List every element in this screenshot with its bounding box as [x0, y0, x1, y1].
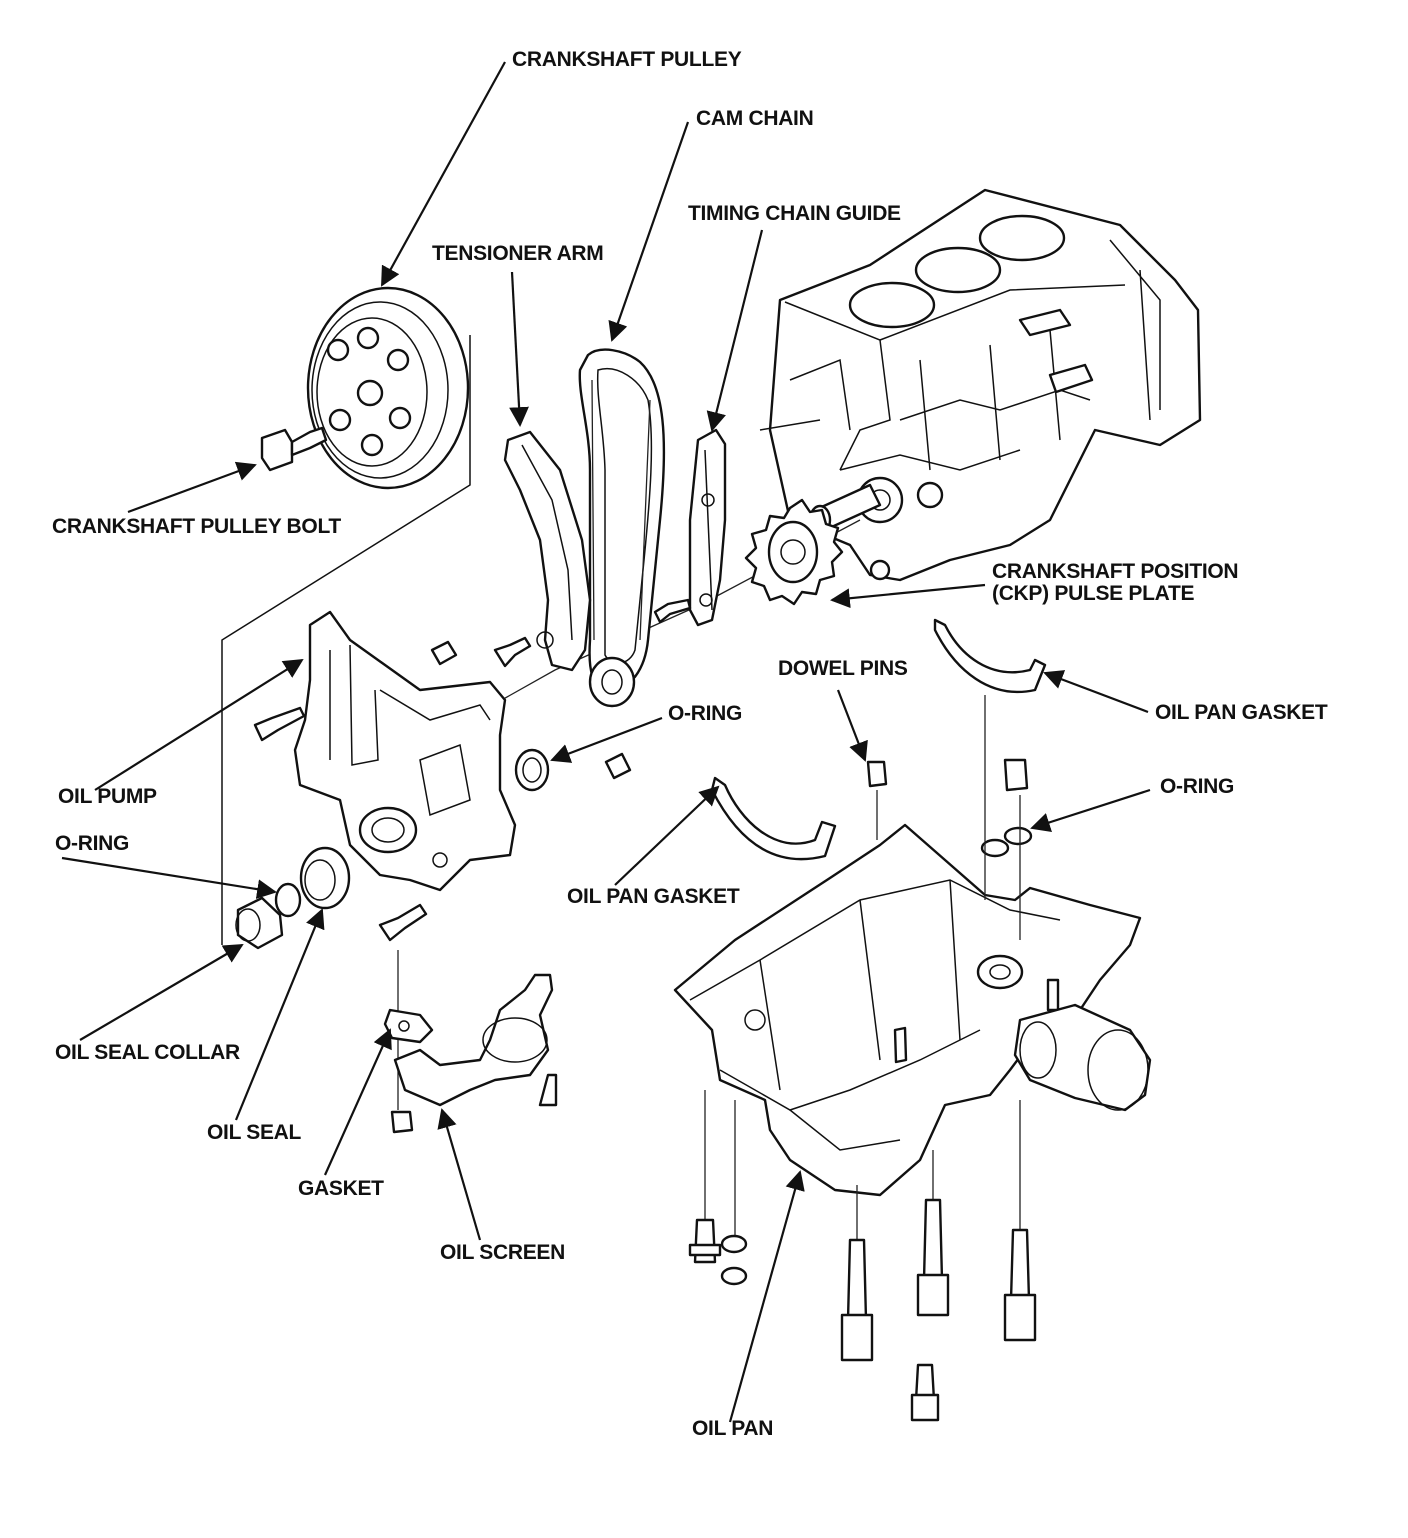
label-cam-chain: CAM CHAIN: [696, 107, 814, 130]
cam-chain-part: [578, 348, 666, 708]
label-crankshaft-pulley: CRANKSHAFT PULLEY: [512, 48, 742, 71]
oil-screen-part: [393, 973, 554, 1107]
oil-pan-part: [673, 823, 1142, 1197]
guide-bolt: [653, 598, 692, 624]
dowel-pin-pump-upper: [430, 640, 458, 666]
label-oil-screen: OIL SCREEN: [440, 1241, 565, 1264]
o-ring-right-part: [980, 826, 1033, 858]
label-oil-seal: OIL SEAL: [207, 1121, 302, 1144]
label-oil-pan-gasket-lower: OIL PAN GASKET: [567, 885, 740, 908]
label-ckp-pulse-plate-line1: CRANKSHAFT POSITION: [992, 560, 1239, 583]
label-oil-seal-collar: OIL SEAL COLLAR: [55, 1041, 240, 1064]
label-oil-pump: OIL PUMP: [58, 785, 157, 808]
label-o-ring-right: O-RING: [1160, 775, 1235, 798]
oil-filter: [1013, 1003, 1152, 1112]
label-oil-pan-gasket-upper: OIL PAN GASKET: [1155, 701, 1328, 724]
dowel-pin-right: [1003, 758, 1029, 792]
label-dowel-pins: DOWEL PINS: [778, 657, 908, 680]
pan-bolt-4: [1003, 1228, 1037, 1342]
dowel-pin-center: [866, 760, 888, 788]
oil-screen-bolt: [538, 1073, 558, 1107]
pan-axis-d: [704, 1090, 736, 1235]
oil-pump-part: [293, 610, 517, 892]
pan-washer-1: [720, 1234, 748, 1286]
oil-seal-part: [299, 846, 351, 910]
crankshaft-pulley-part: [306, 286, 470, 490]
gasket-part: [383, 1008, 434, 1044]
label-crankshaft-pulley-bolt: CRANKSHAFT PULLEY BOLT: [52, 515, 341, 538]
label-ckp-pulse-plate-line2: (CKP) PULSE PLATE: [992, 582, 1195, 605]
ckp-pulse-plate: [744, 498, 844, 606]
crankshaft-pulley-bolt-part: [260, 426, 328, 472]
tensioner-bolt: [493, 636, 532, 668]
oil-screen-nut: [390, 1110, 414, 1134]
tensioner-arm-part: [503, 430, 592, 672]
label-o-ring-left: O-RING: [55, 832, 130, 855]
pan-bolt-5: [910, 1363, 940, 1422]
pan-bolt-2: [840, 1238, 874, 1362]
oil-pan-gasket-upper-part: [933, 618, 1047, 694]
label-tensioner-arm: TENSIONER ARM: [432, 242, 604, 265]
pan-axis-e: [856, 1150, 934, 1240]
o-ring-center-part: [514, 748, 550, 792]
oil-pump-bolt: [253, 706, 306, 742]
label-gasket: GASKET: [298, 1177, 384, 1200]
timing-chain-guide-part: [688, 428, 727, 627]
label-timing-chain-guide: TIMING CHAIN GUIDE: [688, 202, 901, 225]
label-o-ring-center: O-RING: [668, 702, 743, 725]
leader-lines: [61, 61, 1151, 1423]
label-oil-pan: OIL PAN: [692, 1417, 774, 1440]
dowel-pin-pump-lower: [604, 752, 632, 780]
o-ring-left-part: [274, 882, 302, 918]
oil-seal-collar-part: [235, 896, 284, 950]
pan-bolt-1: [688, 1218, 722, 1264]
pan-bolt-3: [916, 1198, 950, 1317]
pulley-assembly-outline: [221, 335, 471, 945]
pump-lower-bolt: [378, 903, 428, 942]
oil-pan-gasket-lower-part: [710, 776, 837, 861]
